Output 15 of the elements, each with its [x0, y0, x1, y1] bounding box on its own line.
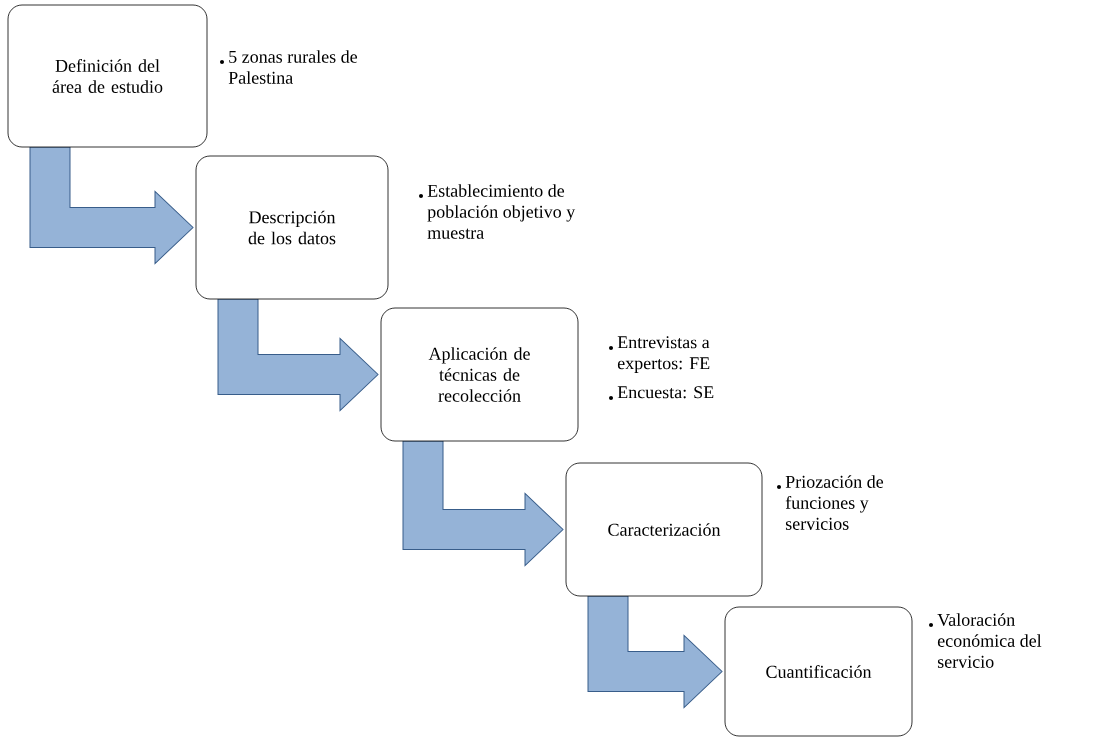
- side-note: Entrevistas a expertos: FE: [617, 336, 710, 373]
- side-note: 5 zonas rurales de Palestina: [228, 50, 358, 84]
- step-box: Descripción de los datos: [195, 155, 389, 300]
- bent-arrow: [29, 146, 194, 264]
- step-box: Aplicación de técnicas de recolección: [380, 307, 579, 442]
- bent-arrow: [587, 595, 723, 708]
- bent-arrow: [217, 298, 379, 411]
- bent-arrow: [402, 440, 564, 566]
- side-note: Priozación de funciones y servicios: [785, 475, 884, 530]
- step-box: Definición del área de estudio: [7, 4, 208, 148]
- side-note: Encuesta: SE: [617, 386, 714, 399]
- side-note: Establecimiento de población objetivo y muestra: [427, 184, 576, 239]
- step-box: Caracterización: [565, 462, 763, 597]
- step-box: Cuantificación: [724, 606, 913, 737]
- side-note: Valoración económica del servicio: [937, 613, 1042, 668]
